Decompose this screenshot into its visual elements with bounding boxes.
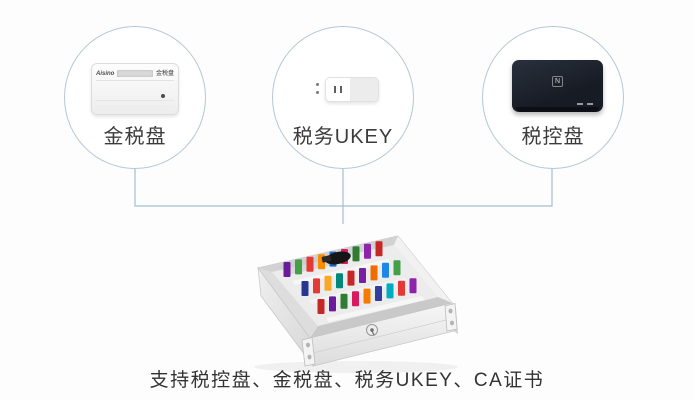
rack-ear-right xyxy=(444,302,458,332)
golden-tax-disk-top-panel: Aisino 金税盘 xyxy=(96,67,174,81)
device-seam-line xyxy=(96,100,174,101)
usb-key-row-middle xyxy=(301,260,401,296)
node-golden-tax-disk: Aisino 金税盘 金税盘 xyxy=(64,26,206,169)
device-display-window xyxy=(117,70,153,77)
node-label-tax-ukey: 税务UKEY xyxy=(292,126,394,148)
device-port-marks xyxy=(587,103,593,105)
usb-plug-dots xyxy=(316,83,319,86)
device-chassis-illustration xyxy=(254,235,458,373)
rack-ear-left xyxy=(301,337,316,367)
device-seam-line xyxy=(96,106,174,107)
node-tax-control-disk: N 税控盘 xyxy=(482,26,624,169)
supported-devices-caption: 支持税控盘、金税盘、税务UKEY、CA证书 xyxy=(149,370,545,391)
tax-ukey-image xyxy=(316,77,379,102)
lock-icon xyxy=(366,324,378,336)
aisino-brand-text: Aisino xyxy=(96,70,115,77)
node-label-golden-tax-disk: 金税盘 xyxy=(103,126,167,148)
golden-tax-disk-image: Aisino 金税盘 xyxy=(91,63,179,115)
connector-lines xyxy=(134,166,553,224)
usb-key-cap xyxy=(349,78,378,101)
node-label-tax-control-disk: 税控盘 xyxy=(521,126,585,148)
tax-control-disk-image: N xyxy=(512,60,603,112)
n-chip-logo-icon: N xyxy=(551,75,564,87)
usb-key-row-front xyxy=(317,278,417,314)
device-led-dot xyxy=(161,94,165,98)
usb-key-body xyxy=(325,77,379,102)
usb-key-slots xyxy=(334,86,336,93)
device-badge-text: 金税盘 xyxy=(155,70,174,77)
node-tax-ukey: 税务UKEY xyxy=(272,26,414,169)
